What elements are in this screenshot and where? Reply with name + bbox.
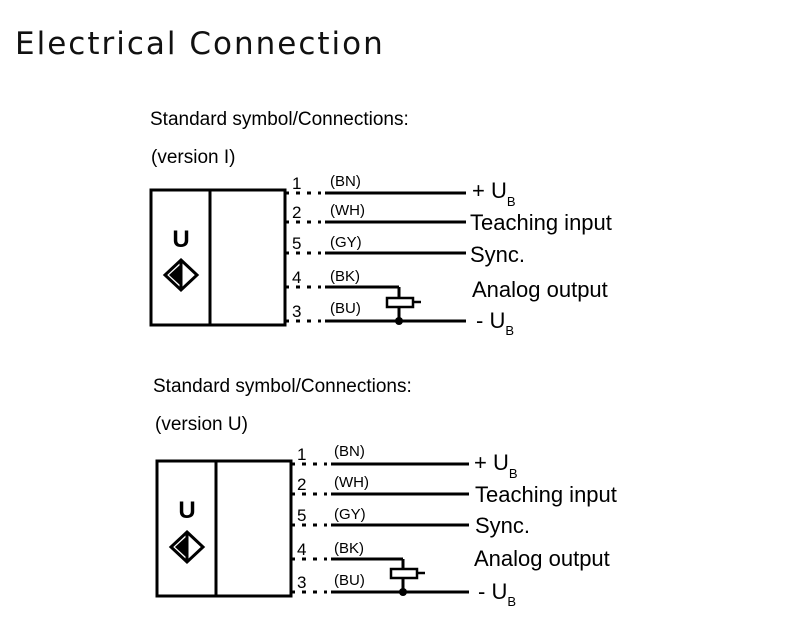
pin-number: 4 — [297, 540, 306, 559]
wire-color-label: (BK) — [334, 540, 364, 557]
page-title: Electrical Connection — [15, 26, 385, 62]
wiring-diagram-version-u: Standard symbol/Connections: (version U)… — [153, 376, 617, 609]
signal-label: Sync. — [475, 513, 530, 538]
sensor-body — [149, 188, 287, 327]
wire-lines — [285, 191, 466, 323]
diagram-version: (version I) — [151, 147, 235, 168]
wire-lines — [291, 462, 469, 594]
wire-color-label: (BN) — [334, 443, 365, 460]
wire-color-label: (GY) — [330, 234, 362, 251]
pin-number: 1 — [297, 445, 306, 464]
signal-label: Teaching input — [470, 210, 612, 235]
ultrasonic-symbol-icon — [162, 257, 200, 293]
wire-color-label: (GY) — [334, 506, 366, 523]
pin-number: 3 — [292, 302, 301, 321]
wiring-diagram-version-i: Standard symbol/Connections: (version I)… — [149, 109, 612, 338]
signal-label: Sync. — [470, 242, 525, 267]
wire-color-label: (BN) — [330, 173, 361, 190]
pin-number: 3 — [297, 573, 306, 592]
junction-dot — [399, 588, 407, 596]
signal-label: + UB — [474, 450, 518, 481]
signal-label: Analog output — [474, 546, 610, 571]
wire-color-label: (BK) — [330, 268, 360, 285]
signal-label: Teaching input — [475, 482, 617, 507]
signal-label: Analog output — [472, 277, 608, 302]
signal-label: - UB — [478, 579, 516, 609]
sensor-u-letter: U — [178, 497, 195, 524]
wire-color-label: (WH) — [334, 474, 369, 491]
pin-number: 2 — [292, 203, 301, 222]
pin-number: 2 — [297, 475, 306, 494]
signal-label: + UB — [472, 178, 516, 209]
wire-color-label: (BU) — [330, 300, 361, 317]
diagram-heading: Standard symbol/Connections: — [150, 109, 409, 130]
sensor-u-letter: U — [172, 226, 189, 253]
pin-number: 4 — [292, 268, 301, 287]
ultrasonic-symbol-icon — [168, 529, 206, 565]
sensor-body — [155, 459, 293, 598]
diagram-version: (version U) — [155, 414, 248, 435]
wire-color-label: (WH) — [330, 202, 365, 219]
pin-number: 5 — [297, 506, 306, 525]
pin-number: 1 — [292, 174, 301, 193]
pin-number: 5 — [292, 234, 301, 253]
junction-dot — [395, 317, 403, 325]
diagram-heading: Standard symbol/Connections: — [153, 376, 412, 397]
wire-color-label: (BU) — [334, 572, 365, 589]
signal-label: - UB — [476, 308, 514, 338]
